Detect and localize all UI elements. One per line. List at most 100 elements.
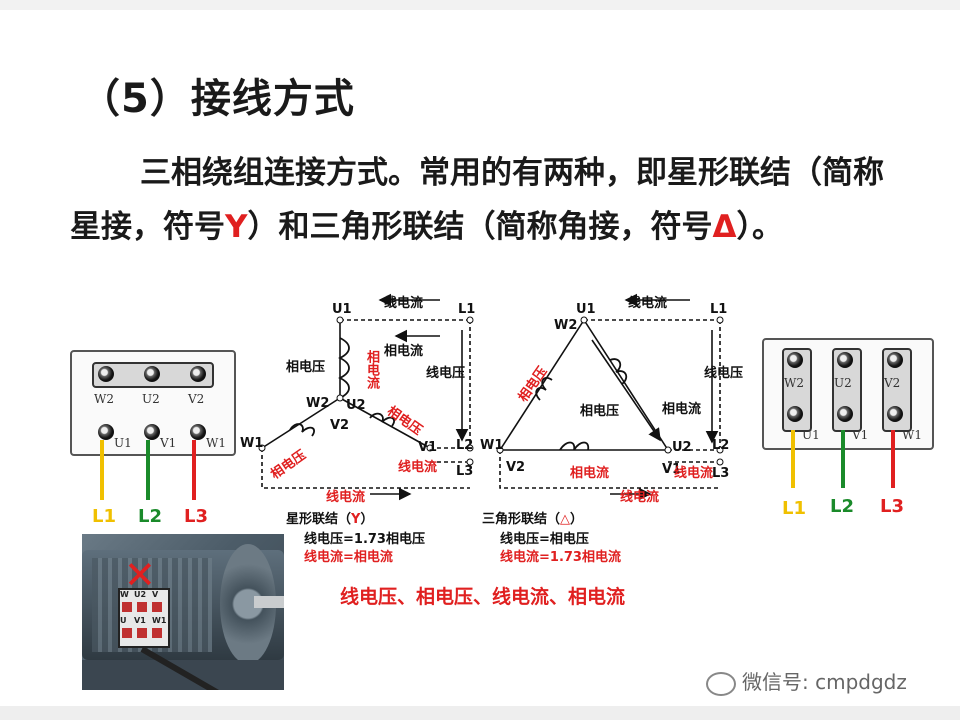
left-label-u1: U1 [114, 436, 132, 450]
star-node-l3: L3 [456, 464, 474, 479]
delta-node-w1: W1 [480, 438, 504, 453]
star-caption: 星形联结（Y） [286, 508, 373, 527]
node-star-l1 [466, 316, 474, 324]
star-node-l1: L1 [458, 302, 476, 317]
delta-node-u2: U2 [672, 440, 692, 455]
left-label-v2: V2 [188, 392, 205, 406]
para-part3: ）。 [736, 209, 783, 245]
delta-line-current: 线电流 [628, 296, 668, 311]
delta-node-v1: V1 [662, 462, 682, 477]
star-node-v2: V2 [330, 418, 350, 433]
node-delta-u1 [580, 316, 588, 324]
right-lead-l2 [841, 430, 845, 488]
delta-red-phase-current: 相电流 [570, 466, 610, 481]
bottom-band [0, 706, 960, 720]
star-node-w1: W1 [240, 436, 264, 451]
right-label-w1: W1 [902, 428, 922, 442]
delta-caption: 三角形联结（△） [482, 508, 583, 527]
left-label-w2: W2 [94, 392, 114, 406]
node-delta-l3 [716, 458, 724, 466]
left-screw-v1 [144, 424, 160, 440]
plate-top-u2: U2 [134, 590, 147, 599]
star-node-u1: U1 [332, 302, 352, 317]
star-node-u2: U2 [346, 398, 366, 413]
plate-bottom-w1: W1 [152, 616, 167, 625]
delta-node-l1: L1 [710, 302, 728, 317]
node-star-center [336, 394, 344, 402]
symbol-delta: Δ [712, 209, 737, 245]
delta-caption-suffix: ） [570, 512, 584, 527]
star-node-l2: L2 [456, 438, 474, 453]
star-caption-prefix: 星形联结（ [286, 512, 352, 527]
star-line-current: 线电流 [384, 296, 424, 311]
right-label-u2: U2 [834, 376, 852, 390]
left-line-l1: L1 [92, 506, 116, 527]
star-formula-1: 线电压=1.73相电压 [304, 532, 425, 547]
cross-icon: ✕ [124, 553, 156, 597]
photo-screw-row1 [122, 602, 162, 612]
left-terminal-box: W2 U2 V2 U1 V1 W1 [70, 350, 236, 456]
left-lead-l2 [146, 440, 150, 500]
left-label-w1: W1 [206, 436, 226, 450]
delta-node-u1: U1 [576, 302, 596, 317]
delta-caption-prefix: 三角形联结（ [482, 512, 561, 527]
left-screw-u1 [98, 424, 114, 440]
node-delta-u2 [664, 446, 672, 454]
left-screw-w2 [98, 366, 114, 382]
star-red-phase-voltage-1: 相电压 [268, 447, 309, 483]
node-delta-l1 [716, 316, 724, 324]
right-screw-u2 [837, 352, 853, 368]
plate-top-v: V [152, 590, 159, 599]
star-line-voltage: 线电压 [426, 366, 466, 381]
delta-caption-symbol: △ [560, 512, 571, 527]
star-node-v1: V1 [418, 440, 438, 455]
right-screw-u1 [787, 406, 803, 422]
right-label-v2: V2 [884, 376, 901, 390]
right-label-u1: U1 [802, 428, 820, 442]
watermark: 微信号: cmpdgdz [706, 666, 907, 696]
right-terminal-box: W2 U2 V2 U1 V1 W1 [762, 338, 934, 450]
delta-node-l3: L3 [712, 466, 730, 481]
left-screw-w1 [190, 424, 206, 440]
delta-red-line-current-1: 线电流 [674, 466, 714, 481]
star-caption-suffix: ） [360, 512, 374, 527]
delta-line-voltage: 线电压 [704, 366, 744, 381]
right-line-l1: L1 [782, 498, 806, 519]
wechat-icon [706, 671, 736, 696]
left-lead-l3 [192, 440, 196, 500]
star-red-phase-voltage-2: 相电压 [384, 403, 425, 439]
left-label-u2: U2 [142, 392, 160, 406]
delta-node-l2: L2 [712, 438, 730, 453]
left-label-v1: V1 [160, 436, 177, 450]
right-screw-v2 [887, 352, 903, 368]
delta-red-line-current-2: 线电流 [620, 490, 660, 505]
summary-text: 线电压、相电压、线电流、相电流 [340, 586, 626, 608]
delta-phase-voltage: 相电压 [580, 404, 620, 419]
plate-bottom-v1: V1 [134, 616, 146, 625]
star-red-line-current-1: 线电流 [398, 460, 438, 475]
delta-node-v2: V2 [506, 460, 526, 475]
right-label-v1: V1 [852, 428, 869, 442]
right-label-w2: W2 [784, 376, 804, 390]
slide-title: （5）接线方式 [80, 76, 355, 122]
intro-paragraph: 三相绕组连接方式。常用的有两种，即星形联结（简称星接，符号Y）和三角形联结（简称… [70, 146, 890, 254]
watermark-text: 微信号: cmpdgdz [742, 670, 907, 694]
star-red-line-current-2: 线电流 [326, 490, 366, 505]
right-screw-w2 [787, 352, 803, 368]
photo-screw-row2 [122, 628, 162, 638]
symbol-y: Y [225, 209, 248, 245]
para-part2: ）和三角形联结（简称角接，符号 [247, 209, 713, 245]
delta-node-w2: W2 [554, 318, 578, 333]
right-screw-w1 [887, 406, 903, 422]
star-phase-current: 相电流 [384, 344, 424, 359]
plate-top-w: W [120, 590, 129, 599]
left-screw-v2 [190, 366, 206, 382]
delta-phase-current: 相电流 [662, 402, 702, 417]
plate-bottom-u: U [120, 616, 127, 625]
star-phase-voltage: 相电压 [286, 360, 326, 375]
left-screw-u2 [144, 366, 160, 382]
right-lead-l3 [891, 430, 895, 488]
motor-shaft [254, 596, 284, 608]
right-line-l2: L2 [830, 496, 854, 517]
motor-photo: W U2 V U V1 W1 ✕ [82, 534, 284, 690]
